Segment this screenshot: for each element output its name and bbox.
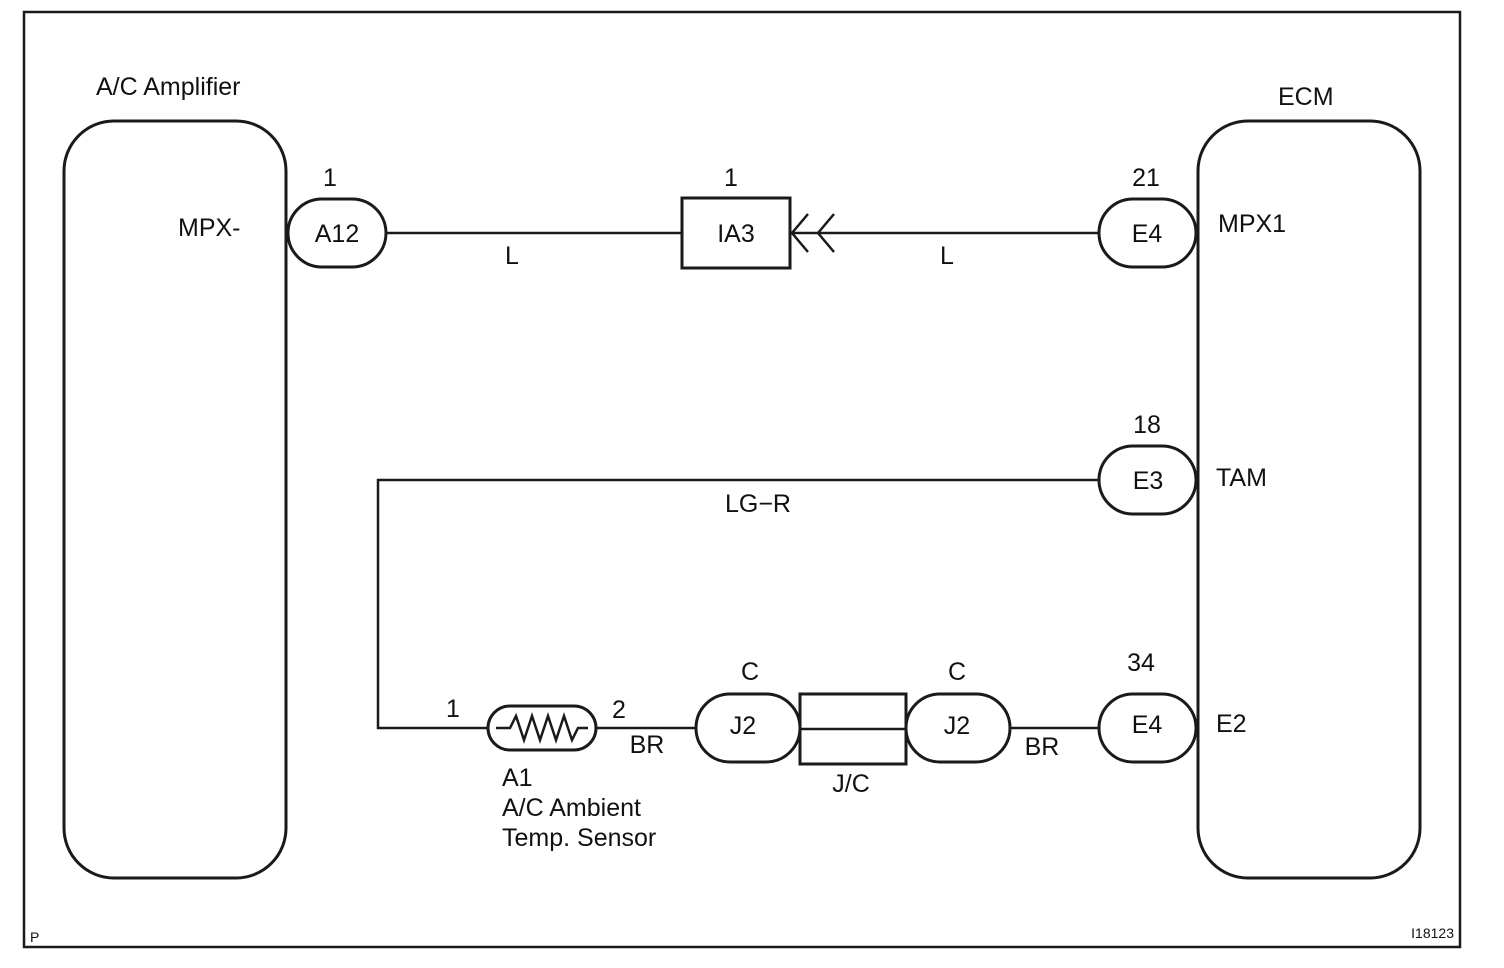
sensor-code: A1 xyxy=(502,764,533,792)
connector-e4-top-code: E4 xyxy=(1132,220,1163,248)
ac-amplifier-body xyxy=(62,119,288,880)
connector-ia3 xyxy=(680,196,792,270)
connector-e3 xyxy=(1097,444,1198,516)
connector-a12 xyxy=(286,197,388,269)
wire-color-mpx-left: L xyxy=(505,242,519,270)
resistor-icon xyxy=(496,712,588,744)
wire-color-tam: LG−R xyxy=(725,490,791,518)
connector-e3-code: E3 xyxy=(1133,467,1164,495)
sensor-name-line1: A/C Ambient xyxy=(502,794,641,822)
corner-mark-left: P xyxy=(30,929,39,945)
pin-j2-left: C xyxy=(741,658,759,686)
pin-e3: 18 xyxy=(1133,411,1161,439)
pin-a12: 1 xyxy=(323,164,337,192)
wire-color-mpx-right: L xyxy=(940,242,954,270)
pin-e4-bottom: 34 xyxy=(1127,649,1155,677)
ecm-body xyxy=(1196,119,1422,880)
connector-ia3-code: IA3 xyxy=(717,220,755,248)
ia3-arrow-chevron-inner xyxy=(790,213,809,253)
ia3-arrow-chevron-outer xyxy=(816,213,835,253)
connector-e4-bottom-code: E4 xyxy=(1132,711,1163,739)
pin-e4-top: 21 xyxy=(1132,164,1160,192)
ecm-terminal-e2: E2 xyxy=(1216,710,1247,738)
sensor-name-line2: Temp. Sensor xyxy=(502,824,656,852)
pin-j2-right: C xyxy=(948,658,966,686)
ac-amplifier-title: A/C Amplifier xyxy=(96,73,240,101)
wire-tam xyxy=(376,478,1100,730)
ac-amplifier-terminal-mpx: MPX- xyxy=(178,214,241,242)
ecm-terminal-tam: TAM xyxy=(1216,464,1267,492)
connector-e4-top xyxy=(1097,197,1198,269)
ecm-title: ECM xyxy=(1278,83,1334,111)
pin-sensor-2: 2 xyxy=(612,696,626,724)
wire-color-br-right: BR xyxy=(1025,733,1060,761)
pin-ia3: 1 xyxy=(724,164,738,192)
diagram-frame xyxy=(22,10,1462,949)
connector-a12-code: A12 xyxy=(315,220,359,248)
pin-sensor-1: 1 xyxy=(446,695,460,723)
wire-color-br-left: BR xyxy=(630,731,665,759)
connector-e4-bottom xyxy=(1097,692,1198,764)
connector-j2-right-code: J2 xyxy=(944,712,970,740)
figure-id: I18123 xyxy=(1411,925,1454,941)
connector-j2-left-code: J2 xyxy=(730,712,756,740)
junction-label: J/C xyxy=(832,770,870,798)
ecm-terminal-mpx1: MPX1 xyxy=(1218,210,1286,238)
